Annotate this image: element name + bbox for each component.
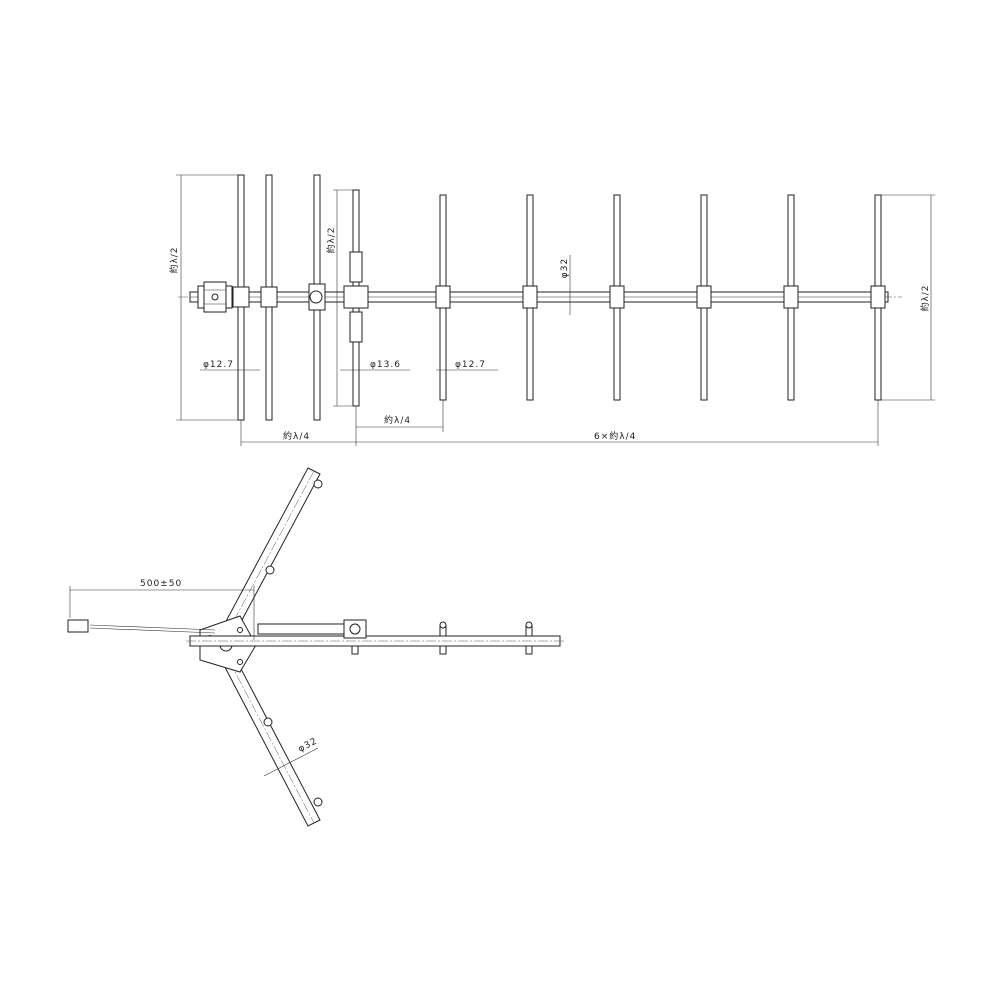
front-view: 約λ/2 約λ/2 約λ/2 φ12.7 φ13.6 φ12.7 <box>168 174 935 446</box>
dim-director-length: 約λ/2 <box>881 194 935 401</box>
dim-element-dia-front-label: φ12.7 <box>203 360 234 370</box>
dim-boom-dia-label: φ13.6 <box>370 360 401 370</box>
dim-director-spacing: 6×約λ/4 <box>356 400 879 446</box>
top-view: 500±50 φ32 <box>67 467 566 827</box>
wing-nut-icon <box>263 717 273 727</box>
dim-element-dia-rear-label: φ12.7 <box>455 360 486 370</box>
dim-reflector-length: 約λ/2 <box>168 174 238 421</box>
dim-driven-label: 約λ/2 <box>325 226 337 253</box>
dim-element-dia-rear: φ12.7 <box>436 360 498 371</box>
driven-element <box>343 189 369 407</box>
dim-first-quarter-label: 約λ/4 <box>283 430 310 442</box>
director-element-1 <box>435 194 451 401</box>
reflector-element-3 <box>308 174 326 421</box>
director-element-5 <box>783 194 799 401</box>
dim-director-label: 約λ/2 <box>919 284 931 311</box>
dim-quarter-gap: 約λ/4 <box>355 400 444 432</box>
wing-nut-icon <box>525 621 533 629</box>
boom-mount-clamp <box>197 281 233 313</box>
dim-element-dia-front: φ12.7 <box>200 360 260 371</box>
dim-director-spacing-label: 6×約λ/4 <box>594 430 636 442</box>
dim-boom-dia: φ13.6 <box>340 360 410 371</box>
wing-nut-icon <box>313 797 323 807</box>
reflector-element-2 <box>260 174 278 421</box>
dim-first-quarter: 約λ/4 <box>240 420 357 446</box>
dim-mast-dia-bottom-label: φ32 <box>297 736 320 754</box>
dim-cable-length: 500±50 <box>69 579 255 640</box>
wing-nut-icon <box>265 565 275 575</box>
coax-cable <box>67 619 216 634</box>
dim-reflector-label: 約λ/2 <box>168 246 180 273</box>
dim-mast-dia-top-label: φ32 <box>560 258 570 278</box>
connector-icon <box>67 619 89 633</box>
plan-boom <box>186 619 566 655</box>
director-element-6 <box>870 194 886 401</box>
mast-leg-lower <box>215 643 323 827</box>
wing-nut-icon <box>439 621 447 629</box>
dim-cable-length-label: 500±50 <box>140 579 182 589</box>
wing-nut-icon <box>313 479 323 489</box>
reflector-element-1 <box>232 174 250 421</box>
dim-driven-length: 約λ/2 <box>325 189 353 407</box>
director-element-2 <box>522 194 538 401</box>
director-element-4 <box>696 194 712 401</box>
director-element-3 <box>609 194 625 401</box>
dim-mast-dia-top: φ32 <box>560 255 571 315</box>
dim-quarter-gap-label: 約λ/4 <box>384 414 411 426</box>
